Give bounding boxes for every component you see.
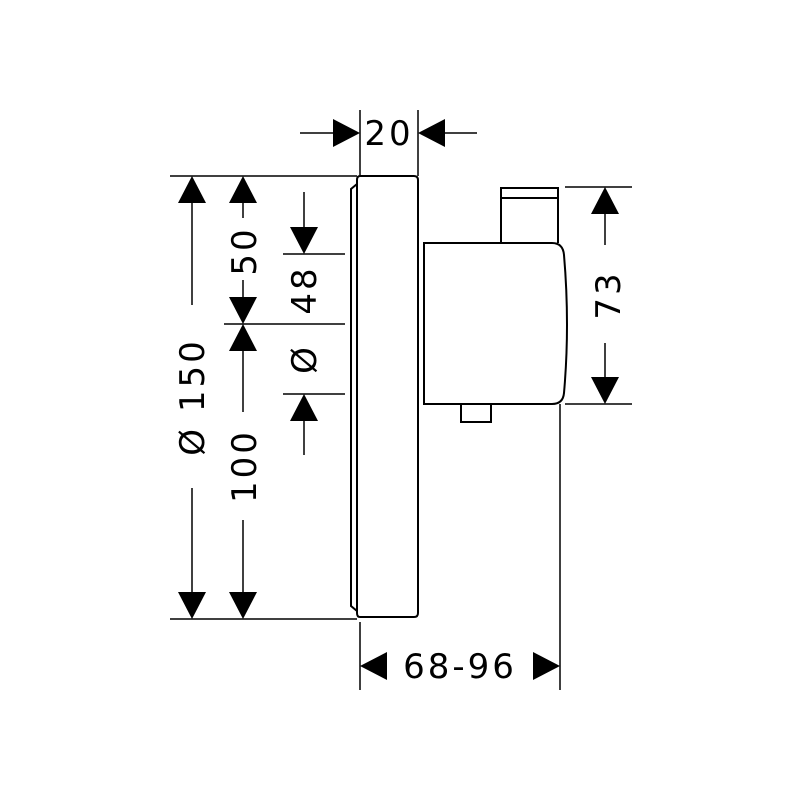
dim-overall-diameter-label: Ø 150 <box>173 338 213 455</box>
dim-installation-depth: 68-96 <box>360 647 560 687</box>
cover-plate-lip <box>350 183 358 612</box>
dim-cover-depth-label: 20 <box>364 114 413 154</box>
dim-installation-depth-label: 68-96 <box>403 647 517 687</box>
part-outline <box>350 175 568 618</box>
dim-inner-diameter: 48 Ø <box>285 192 325 455</box>
valve-body <box>423 242 568 405</box>
bottom-connector <box>460 404 492 423</box>
dim-overall-diameter: Ø 150 <box>173 176 213 619</box>
dim-inner-diameter-value: 48 <box>285 265 325 314</box>
cover-plate <box>356 175 419 618</box>
dim-offsets: 50 100 <box>225 176 265 619</box>
dim-inner-diameter-symbol: Ø <box>285 344 325 374</box>
extension-lines <box>170 110 632 690</box>
dim-body-height: 73 <box>589 187 629 404</box>
dim-cover-depth: 20 <box>300 114 477 154</box>
dim-lower-offset-label: 100 <box>225 429 265 503</box>
cartridge <box>500 187 559 243</box>
dim-body-height-label: 73 <box>589 270 629 319</box>
dim-upper-offset-label: 50 <box>225 226 265 275</box>
